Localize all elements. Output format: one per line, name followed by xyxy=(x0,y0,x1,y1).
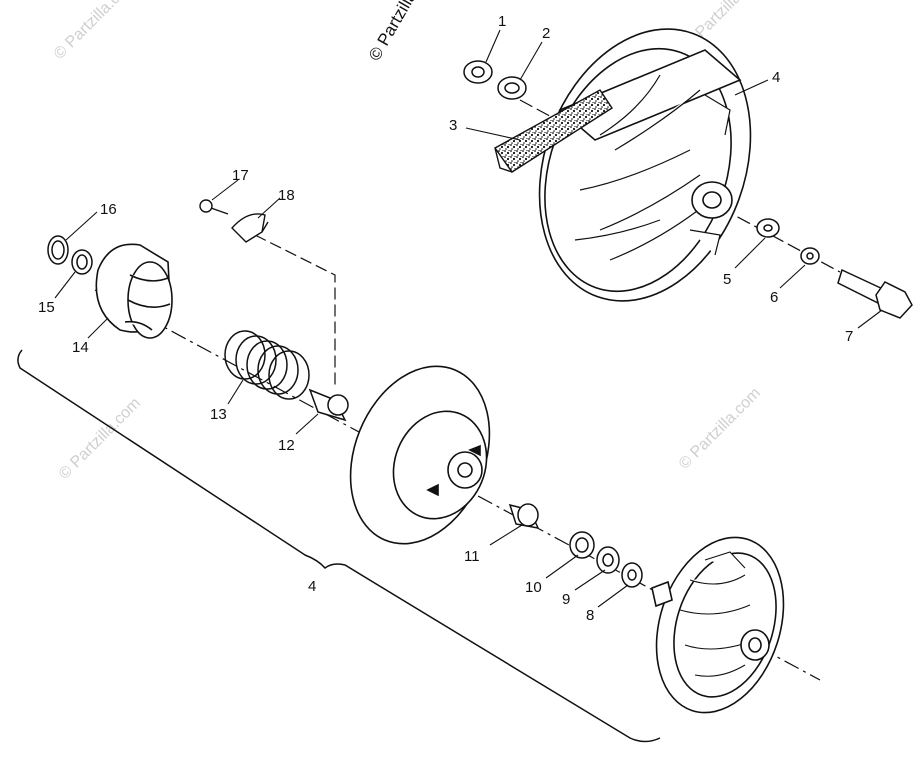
washer-part-6 xyxy=(800,247,820,265)
ring-part-16 xyxy=(47,235,69,265)
callout-13: 13 xyxy=(210,406,227,423)
callout-18: 18 xyxy=(278,187,295,204)
washer-part-9 xyxy=(596,546,620,574)
leader-lines xyxy=(54,29,883,608)
callout-16: 16 xyxy=(100,201,117,218)
stationary-sheave xyxy=(651,536,785,714)
screw-part-17 xyxy=(199,199,229,215)
callout-7: 7 xyxy=(845,328,853,345)
callout-4-top: 4 xyxy=(772,69,780,86)
outer-sheave xyxy=(538,28,752,302)
callout-11: 11 xyxy=(464,548,480,565)
callout-12: 12 xyxy=(278,437,295,454)
ring-part-15 xyxy=(71,249,93,275)
cup-part-14 xyxy=(95,243,173,339)
watermark-5: © Partzilla.com xyxy=(676,385,764,473)
spring-part-13 xyxy=(224,330,310,400)
watermark-3: © Partzilla.com xyxy=(56,395,144,483)
watermark-1: © Partzilla.com xyxy=(51,0,139,63)
callout-labels: 1 2 3 4 5 6 7 8 9 10 11 12 13 14 15 16 1… xyxy=(38,13,853,624)
callout-2: 2 xyxy=(542,25,550,42)
washer-part-10 xyxy=(569,531,595,559)
bushing-part-12 xyxy=(308,388,349,422)
belt-part-3 xyxy=(493,89,613,173)
washer-part-2 xyxy=(497,76,527,100)
bolt-part-7 xyxy=(837,268,913,319)
callout-4-assembly: 4 xyxy=(308,578,316,595)
moveable-sheave xyxy=(349,365,491,545)
weight-part-18 xyxy=(231,213,269,243)
callout-8: 8 xyxy=(586,607,594,624)
watermark-top: © Partzilla xyxy=(365,0,421,64)
callout-6: 6 xyxy=(770,289,778,306)
washer-part-5 xyxy=(756,218,780,238)
callout-3: 3 xyxy=(449,117,457,134)
callout-9: 9 xyxy=(562,591,570,608)
washer-part-8 xyxy=(621,562,643,588)
callout-17: 17 xyxy=(232,167,249,184)
callout-1: 1 xyxy=(498,13,506,30)
bushing-part-11 xyxy=(508,503,540,529)
callout-15: 15 xyxy=(38,299,55,316)
washer-part-1 xyxy=(463,60,493,84)
callout-5: 5 xyxy=(723,271,731,288)
callout-10: 10 xyxy=(525,579,542,596)
assembly-bracket xyxy=(17,349,661,743)
callout-14: 14 xyxy=(72,339,89,356)
